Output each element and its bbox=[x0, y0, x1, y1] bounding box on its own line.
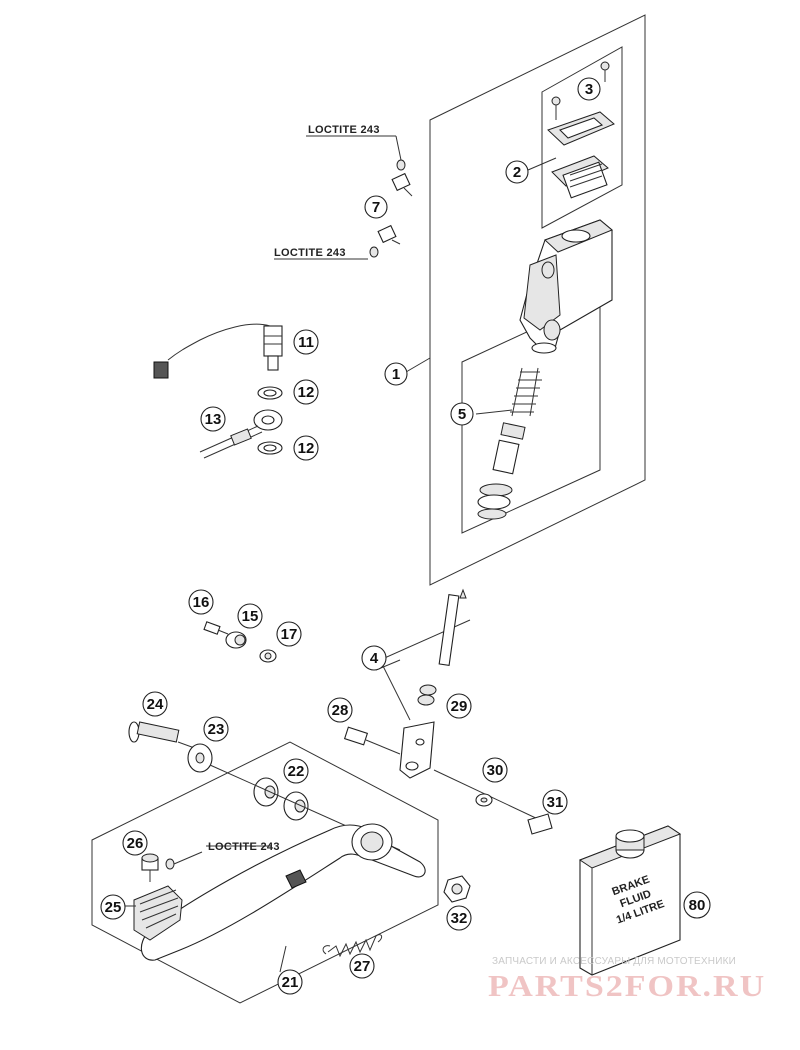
callout-1: 1 bbox=[384, 362, 408, 386]
callout-23: 23 bbox=[203, 716, 229, 742]
washer-and-clip-parts-30-31 bbox=[475, 793, 553, 835]
callout-12-lower: 12 bbox=[293, 435, 319, 461]
callout-3: 3 bbox=[577, 77, 601, 101]
callout-4: 4 bbox=[361, 645, 387, 671]
brake-light-switch-part-11 bbox=[153, 323, 283, 379]
callout-22-text: 22 bbox=[288, 763, 305, 780]
callout-15: 15 bbox=[237, 603, 263, 629]
callout-24: 24 bbox=[142, 691, 168, 717]
callout-1-text: 1 bbox=[392, 366, 400, 383]
piston-kit-part-5 bbox=[477, 367, 542, 520]
bolt-part-7 bbox=[369, 159, 413, 258]
callout-28: 28 bbox=[327, 697, 353, 723]
callout-11: 11 bbox=[293, 329, 319, 355]
callout-7-text: 7 bbox=[372, 199, 380, 216]
callout-5-text: 5 bbox=[458, 406, 466, 423]
bolt-part-26 bbox=[141, 853, 175, 882]
callout-16: 16 bbox=[188, 589, 214, 615]
brake-pedal-group-outline bbox=[91, 741, 439, 1004]
callout-16-text: 16 bbox=[193, 594, 210, 611]
hardware-parts-15-16-17 bbox=[203, 621, 277, 663]
callout-28-text: 28 bbox=[332, 702, 349, 719]
bushings-part-22 bbox=[253, 777, 309, 821]
callout-29: 29 bbox=[446, 693, 472, 719]
callout-30-text: 30 bbox=[487, 762, 504, 779]
callout-2-text: 2 bbox=[513, 164, 521, 181]
callout-32-text: 32 bbox=[451, 910, 468, 927]
callout-25: 25 bbox=[100, 894, 126, 920]
callout-21-text: 21 bbox=[282, 974, 299, 991]
callout-80: 80 bbox=[683, 891, 711, 919]
screw-part-3 bbox=[551, 61, 610, 120]
callout-12-upper-text: 12 bbox=[298, 384, 315, 401]
callout-32: 32 bbox=[446, 905, 472, 931]
loctite-note-upper: LOCTITE 243 bbox=[308, 124, 380, 136]
callout-11-text: 11 bbox=[298, 334, 314, 351]
callout-17: 17 bbox=[276, 621, 302, 647]
callout-24-text: 24 bbox=[147, 696, 164, 713]
callout-80-text: 80 bbox=[689, 897, 706, 914]
pivot-bolt-part-24 bbox=[128, 721, 201, 751]
foot-plate-part-25 bbox=[133, 885, 183, 941]
callout-26-text: 26 bbox=[127, 835, 144, 852]
callout-27: 27 bbox=[349, 953, 375, 979]
callout-5: 5 bbox=[450, 402, 474, 426]
callout-31: 31 bbox=[542, 789, 568, 815]
nut-part-32 bbox=[443, 875, 471, 903]
callout-27-text: 27 bbox=[354, 958, 371, 975]
brake-pedal-part-21 bbox=[140, 823, 426, 961]
brake-fluid-can-part-80 bbox=[578, 825, 682, 976]
pin-part-28 bbox=[343, 726, 401, 755]
reservoir-cover-part-2 bbox=[547, 111, 615, 199]
watermark-logo: PARTS2FOR.RU bbox=[488, 969, 767, 1004]
washer-part-23 bbox=[187, 743, 213, 773]
callout-3-text: 3 bbox=[585, 81, 593, 98]
spring-part-27 bbox=[322, 934, 383, 958]
callout-15-text: 15 bbox=[242, 608, 259, 625]
callout-30: 30 bbox=[482, 757, 508, 783]
callout-12-lower-text: 12 bbox=[298, 440, 315, 457]
callout-17-text: 17 bbox=[281, 626, 298, 643]
callout-7: 7 bbox=[364, 195, 388, 219]
callout-21: 21 bbox=[277, 969, 303, 995]
loctite-note-middle: LOCTITE 243 bbox=[274, 247, 346, 259]
callout-12-upper: 12 bbox=[293, 379, 319, 405]
callout-26: 26 bbox=[122, 830, 148, 856]
leader-lines bbox=[124, 135, 557, 973]
callout-31-text: 31 bbox=[547, 794, 564, 811]
callout-2: 2 bbox=[505, 160, 529, 184]
callout-13: 13 bbox=[200, 406, 226, 432]
sealing-washers-part-12 bbox=[257, 386, 283, 455]
callout-4-text: 4 bbox=[370, 650, 379, 667]
callout-29-text: 29 bbox=[451, 698, 468, 715]
master-cylinder-body bbox=[519, 219, 613, 354]
callout-23-text: 23 bbox=[208, 721, 225, 738]
callout-13-text: 13 bbox=[205, 411, 222, 428]
loctite-note-lower: LOCTITE 243 bbox=[208, 841, 280, 853]
callout-25-text: 25 bbox=[105, 899, 122, 916]
watermark-caption: ЗАПЧАСТИ И АКСЕССУАРЫ ДЛЯ МОТОТЕХНИКИ bbox=[492, 956, 737, 967]
brake-hose-part-13 bbox=[199, 409, 283, 459]
push-rod-part-4 bbox=[379, 588, 471, 779]
callout-22: 22 bbox=[283, 758, 309, 784]
